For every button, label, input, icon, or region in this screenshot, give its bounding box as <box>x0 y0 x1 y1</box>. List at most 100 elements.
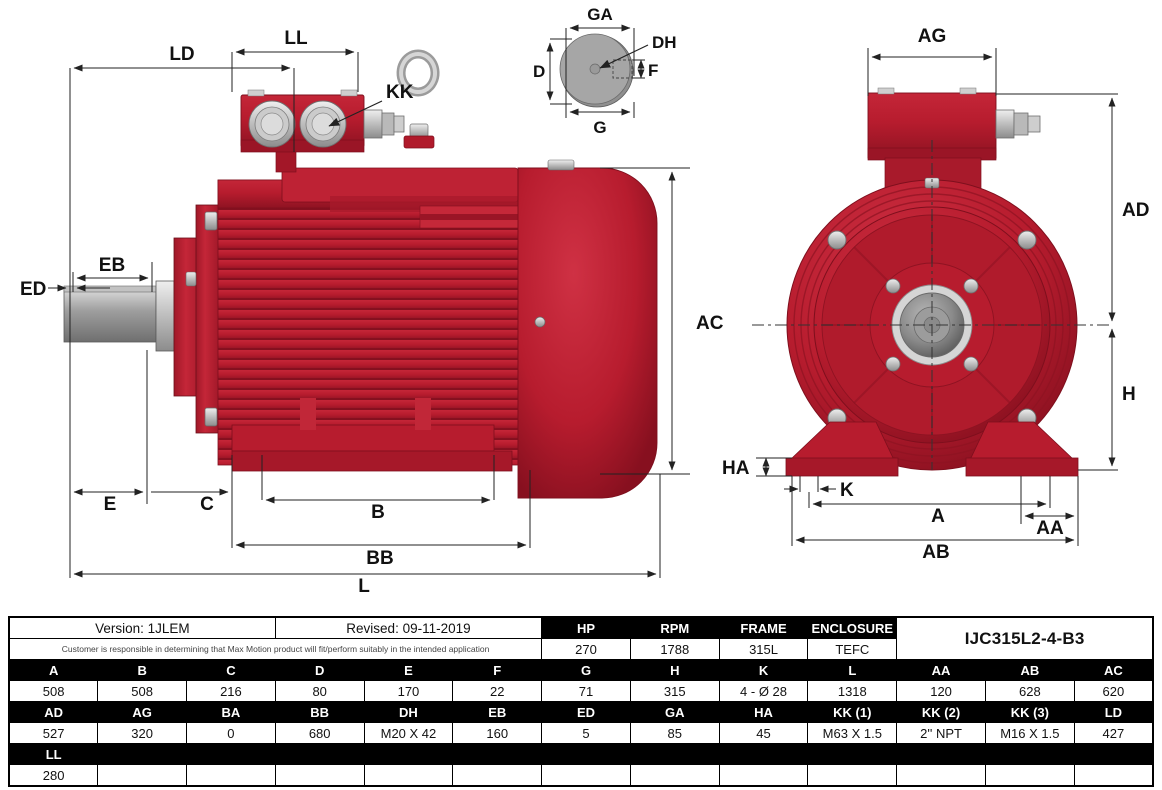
dimension-E <box>69 350 148 504</box>
empty-cell-12 <box>1073 764 1154 787</box>
dimension-LL <box>231 48 359 92</box>
dimension-label-H: H <box>1122 384 1136 405</box>
table-row-headers-1: A B C D E F G H K L AA AB AC <box>8 659 1154 681</box>
value-eb: 160 <box>452 722 543 744</box>
dimension-label-D: D <box>533 62 545 81</box>
dimension-C <box>151 455 233 540</box>
value-a: 508 <box>8 680 99 702</box>
empty-cell-9 <box>807 764 898 787</box>
value-ld: 427 <box>1073 722 1154 744</box>
value-kk3: M16 X 1.5 <box>984 722 1075 744</box>
dimension-label-AB: AB <box>922 542 949 563</box>
dimension-label-KK: KK <box>386 82 414 103</box>
value-e: 170 <box>363 680 454 702</box>
dimension-F <box>632 59 645 79</box>
value-ba: 0 <box>186 722 276 744</box>
header-k: K <box>718 659 809 681</box>
empty-cell-5 <box>452 764 543 787</box>
header-kk1: KK (1) <box>807 701 898 723</box>
header-ba: BA <box>186 701 276 723</box>
dimension-label-L: L <box>358 576 370 597</box>
header-ad: AD <box>8 701 99 723</box>
model-cell: IJC315L2-4-B3 <box>896 616 1154 660</box>
value-ag: 320 <box>97 722 188 744</box>
value-k: 4 - Ø 28 <box>718 680 809 702</box>
dimension-KK <box>328 100 383 127</box>
cable-gland-front-right <box>299 100 347 148</box>
header-b: B <box>97 659 188 681</box>
header-bb: BB <box>274 701 365 723</box>
stator-housing <box>217 167 540 472</box>
empty-cell-10 <box>896 764 986 787</box>
header-hp: HP <box>541 616 631 639</box>
dimension-label-AG: AG <box>918 26 947 47</box>
terminal-box <box>240 89 405 173</box>
empty-cell-2 <box>186 764 276 787</box>
value-hp: 270 <box>541 638 631 660</box>
cable-gland-front-left <box>248 100 296 148</box>
dimension-label-AD: AD <box>1122 200 1149 221</box>
mounting-feet <box>785 421 1079 477</box>
header-ga: GA <box>629 701 720 723</box>
empty-cell-1 <box>97 764 188 787</box>
value-g: 71 <box>541 680 631 702</box>
dimension-label-HA: HA <box>722 458 750 479</box>
value-f: 22 <box>452 680 543 702</box>
value-ll: 280 <box>8 764 99 787</box>
header-a: A <box>8 659 99 681</box>
header-ab: AB <box>984 659 1075 681</box>
empty-cell-11 <box>984 764 1075 787</box>
value-dh: M20 X 42 <box>363 722 454 744</box>
drive-end-flange <box>173 204 223 434</box>
revised-cell: Revised: 09-11-2019 <box>274 616 543 639</box>
dimension-DH <box>599 44 649 69</box>
table-row-headers-3: LL <box>8 743 1154 765</box>
dimension-AG <box>867 48 997 96</box>
specification-table: Version: 1JLEM Revised: 09-11-2019 HP RP… <box>8 616 1154 787</box>
table-row-values-2: 527 320 0 680 M20 X 42 160 5 85 45 M63 X… <box>8 722 1154 744</box>
value-bb: 680 <box>274 722 365 744</box>
side-elevation-view: LD LL KK EB ED AC <box>20 28 724 597</box>
value-rpm: 1788 <box>629 638 720 660</box>
dimension-G <box>565 102 635 118</box>
header-eb: EB <box>452 701 543 723</box>
table-row-headers-2: AD AG BA BB DH EB ED GA HA KK (1) KK (2)… <box>8 701 1154 723</box>
empty-cell-4 <box>363 764 454 787</box>
shaft-end-detail-view: GA D F DH G <box>533 5 677 137</box>
value-h: 315 <box>629 680 720 702</box>
version-cell: Version: 1JLEM <box>8 616 276 639</box>
dimension-BB <box>231 470 531 549</box>
cable-gland-side <box>363 109 405 139</box>
dimension-label-LD: LD <box>169 44 194 65</box>
dimension-HA <box>756 457 792 477</box>
value-c: 216 <box>186 680 276 702</box>
table-row-values-1: 508 508 216 80 170 22 71 315 4 - Ø 28 13… <box>8 680 1154 702</box>
header-enclosure: ENCLOSURE <box>807 616 898 639</box>
table-row-values-3: 280 <box>8 764 1154 787</box>
dimension-EB <box>72 262 153 292</box>
header-kk3: KK (3) <box>984 701 1075 723</box>
empty-cell-7 <box>629 764 720 787</box>
cable-gland-end <box>995 109 1041 139</box>
table-row-disclaimer: Customer is responsible in determining t… <box>8 638 1153 660</box>
dimension-label-G: G <box>593 118 606 137</box>
dimension-label-E: E <box>104 494 117 515</box>
dimension-label-BB: BB <box>366 548 393 569</box>
header-h: H <box>629 659 720 681</box>
value-l: 1318 <box>807 680 898 702</box>
output-shaft <box>63 280 175 352</box>
dimension-label-B: B <box>371 502 385 523</box>
dimension-A <box>808 476 1051 508</box>
table-row-version: Version: 1JLEM Revised: 09-11-2019 HP RP… <box>8 616 1154 660</box>
dimension-label-C: C <box>200 494 214 515</box>
value-d: 80 <box>274 680 365 702</box>
dimension-AA <box>1020 476 1079 524</box>
dimension-D <box>546 38 572 105</box>
header-d: D <box>274 659 365 681</box>
face-bolts <box>885 278 979 372</box>
header-e: E <box>363 659 454 681</box>
header-kk2: KK (2) <box>896 701 986 723</box>
value-frame: 315L <box>718 638 809 660</box>
value-b: 508 <box>97 680 188 702</box>
header-ld: LD <box>1073 701 1154 723</box>
